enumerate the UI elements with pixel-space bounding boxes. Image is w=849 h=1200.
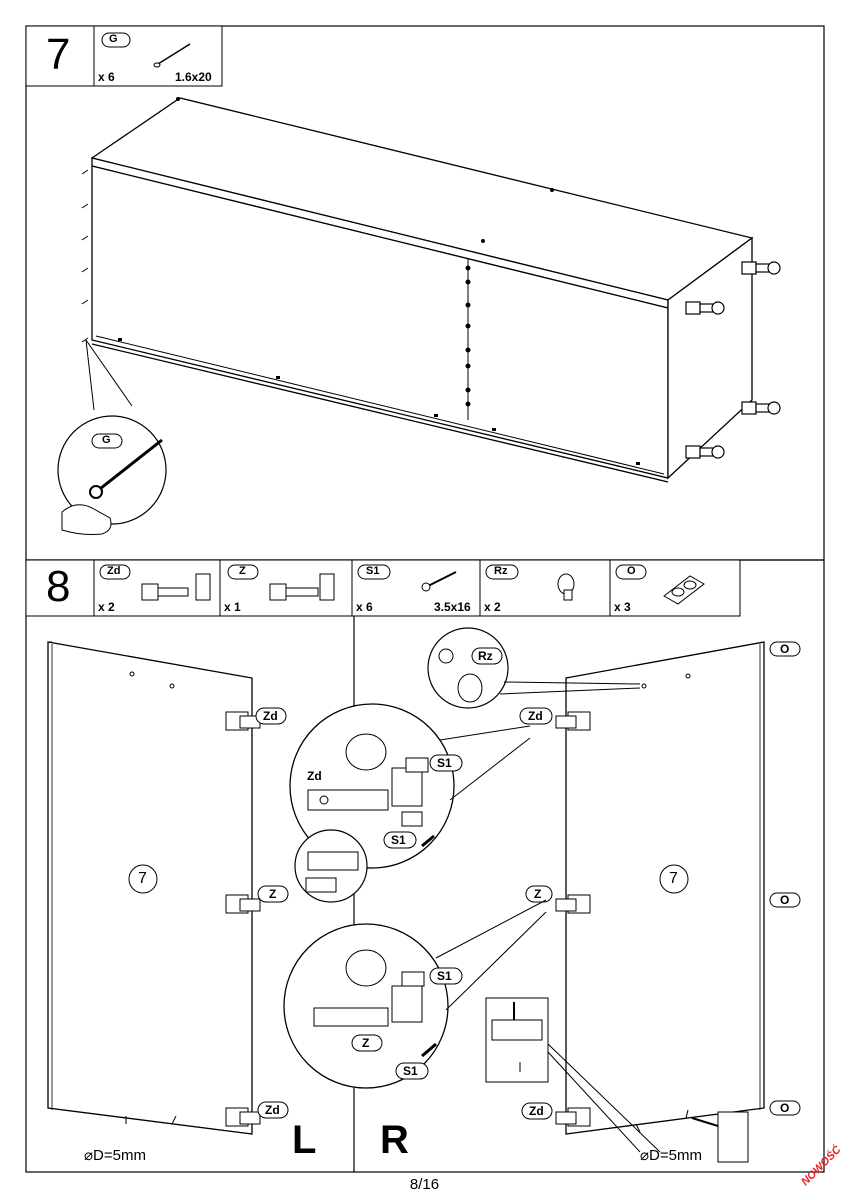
panel-id-left: 7 — [138, 870, 147, 887]
step8-number-box — [25, 559, 95, 617]
label-zd-left-top: Zd — [263, 709, 278, 723]
part-code-o: O — [627, 565, 636, 577]
side-left-label: L — [292, 1118, 317, 1162]
page-number: 8/16 — [409, 1176, 440, 1193]
side-right-label: R — [380, 1118, 409, 1162]
part-qty-zd: x 2 — [98, 600, 115, 614]
part-code-s1: S1 — [366, 565, 380, 577]
label-s1-detail-4: S1 — [403, 1064, 418, 1078]
hinge-holes — [176, 97, 554, 407]
label-o-top: O — [780, 642, 790, 656]
part-qty-s1: x 6 — [356, 600, 373, 614]
step7-part-code: G — [109, 33, 118, 45]
part-size-s1: 3.5x16 — [434, 600, 471, 614]
label-z-left: Z — [269, 887, 277, 901]
step7-callout-label: G — [102, 434, 111, 446]
knob-callout — [427, 627, 641, 709]
nail-callout — [57, 339, 167, 535]
cabinet-drawing — [90, 97, 754, 483]
drill-markers — [125, 1109, 689, 1133]
drill-note-left: ⌀D=5mm — [84, 1147, 146, 1164]
hinge-detail-z — [283, 899, 547, 1089]
part-code-z: Z — [239, 565, 246, 577]
back-nails — [81, 169, 89, 343]
hinge-icon — [141, 573, 211, 601]
part-code-rz: Rz — [494, 565, 508, 577]
step7-number: 7 — [46, 30, 71, 79]
label-s1-detail-3: S1 — [437, 969, 452, 983]
door-right-panel — [555, 641, 765, 1135]
edge-marks — [118, 338, 640, 465]
part-badge-g — [101, 32, 131, 48]
screw-icon — [421, 571, 457, 592]
nail-icon — [153, 43, 191, 68]
drill-detail — [485, 997, 749, 1163]
step7-part-qty: x 6 — [98, 70, 115, 84]
label-zd-left-bottom: Zd — [265, 1103, 280, 1117]
label-rz-detail: Rz — [478, 649, 493, 663]
part-code-zd: Zd — [107, 565, 121, 577]
step7-part-size: 1.6x20 — [175, 70, 212, 84]
pad-icon — [663, 575, 705, 605]
step7-number-box — [25, 25, 95, 87]
knob-icon — [557, 573, 575, 601]
label-s1-detail-1: S1 — [437, 756, 452, 770]
part-qty-z: x 1 — [224, 600, 241, 614]
label-z-detail: Z — [362, 1036, 370, 1050]
label-zd-right-top: Zd — [528, 709, 543, 723]
leg-icons — [685, 261, 781, 459]
step8-number: 8 — [46, 562, 71, 611]
label-o-middle: O — [780, 893, 790, 907]
hinge-detail-zd — [289, 703, 531, 869]
part-qty-o: x 3 — [614, 600, 631, 614]
label-z-right: Z — [534, 887, 542, 901]
drill-note-right: ⌀D=5mm — [640, 1147, 702, 1164]
label-zd-detail: Zd — [307, 769, 322, 783]
hinge-z-icon — [269, 573, 335, 601]
label-o-bottom: O — [780, 1101, 790, 1115]
hinge-clip-detail — [294, 829, 368, 903]
panel-id-right: 7 — [669, 870, 678, 887]
label-zd-right-bottom: Zd — [529, 1104, 544, 1118]
door-left-panel — [47, 641, 261, 1135]
label-s1-detail-2: S1 — [391, 833, 406, 847]
part-qty-rz: x 2 — [484, 600, 501, 614]
